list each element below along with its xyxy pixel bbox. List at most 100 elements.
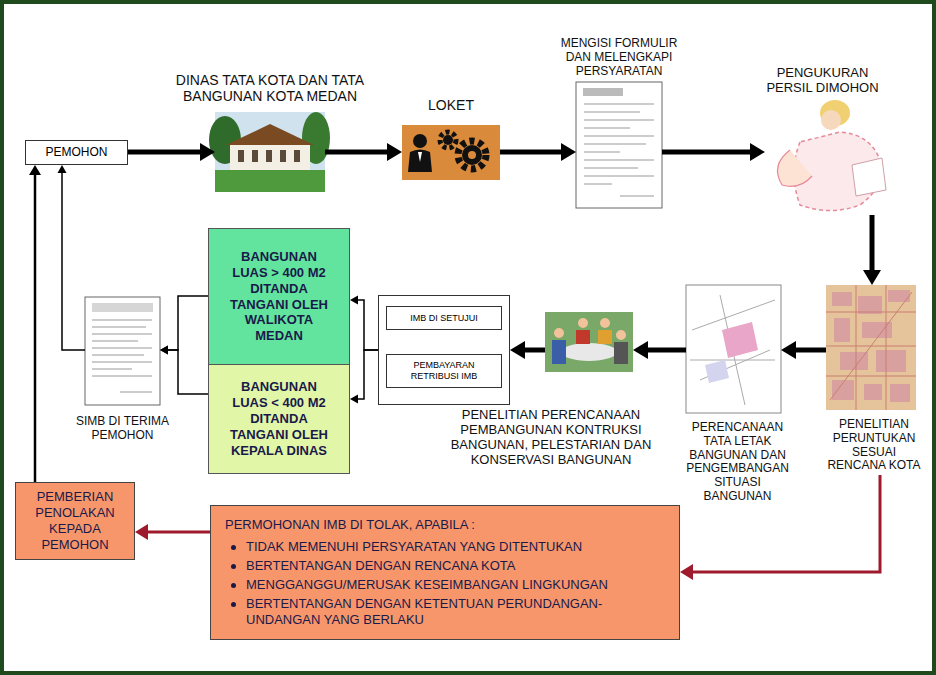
bullet-row: BERTENTANGAN DENGAN RENCANA KOTA <box>225 558 665 574</box>
flow-arrow <box>510 341 545 359</box>
caption-wrap: SIMB DI TERIMA PEMOHON <box>60 415 185 443</box>
arrow-head <box>350 395 358 404</box>
caption-wrap: PENELITIAN PERUNTUKAN SESUAI RENCANA KOT… <box>826 418 922 473</box>
site-plan: PERENCANAAN TATA LETAK BANGUNAN DAN PENG… <box>686 285 781 413</box>
box-label: BANGUNAN LUAS < 400 M2 DITANDA TANGANI O… <box>227 379 331 458</box>
lawn <box>215 170 325 192</box>
gear-hole <box>468 151 476 159</box>
box-heading: PERMOHONAN IMB DI TOLAK, APABILA : <box>225 517 665 533</box>
arrow-line <box>500 150 563 155</box>
gear <box>462 145 482 165</box>
office-building-picture <box>209 112 330 192</box>
plan-building <box>705 360 729 383</box>
officer-body <box>408 150 432 173</box>
caption-wrap: PENELITIAN PERENCANAAN PEMBANGUNAN KONTR… <box>436 408 666 468</box>
bullet-dot <box>231 564 236 569</box>
status-box: IMB DI SETUJUI <box>386 306 502 330</box>
caption-wrap: PERENCANAAN TATA LETAK BANGUNAN DAN PENG… <box>683 421 793 504</box>
form-picture <box>576 82 662 208</box>
bullet-row: TIDAK MEMENUHI PERSYARATAN YANG DITENTUK… <box>225 539 665 555</box>
arrow-head <box>750 143 765 161</box>
bullet-dot <box>231 602 236 607</box>
document-sheet <box>85 297 160 405</box>
signature-box: BANGUNAN LUAS < 400 M2 DITANDA TANGANI O… <box>208 364 350 474</box>
arrow-line <box>523 348 545 353</box>
flow-arrow <box>160 346 208 395</box>
arrow-head <box>350 296 358 305</box>
bullet-text: MENGGANGGU/MERUSAK KESEIMBANGAN LINGKUNG… <box>246 577 608 593</box>
box-label: PEMBAYARAN RETRIBUSI IMB <box>391 360 497 382</box>
arrow-line <box>356 300 378 350</box>
rejection-notice: PEMBERIAN PENOLAKAN KEPADA PEMOHON <box>15 482 135 560</box>
flow-arrow <box>500 143 576 161</box>
caption-wrap: DINAS TATA KOTA DAN TATA BANGUNAN KOTA M… <box>163 72 377 104</box>
flow-arrow <box>662 143 765 161</box>
arrow-head <box>510 341 525 359</box>
office-building: DINAS TATA KOTA DAN TATA BANGUNAN KOTA M… <box>215 112 325 192</box>
meeting-ground <box>545 312 633 372</box>
arrow-head <box>863 270 881 285</box>
form-lines <box>584 104 654 196</box>
box-label: BANGUNAN LUAS > 400 M2 DITANDA TANGANI O… <box>227 249 331 344</box>
box-label: PEMOHON <box>45 145 107 160</box>
site-plan-picture <box>686 285 781 413</box>
document-lines <box>92 320 152 392</box>
officer-shirt <box>418 152 422 162</box>
permit-document: SIMB DI TERIMA PEMOHON <box>85 297 160 405</box>
flow-arrow <box>633 341 686 359</box>
survey-picture <box>778 100 887 211</box>
arrow-line <box>794 348 826 353</box>
surveyor-arm <box>778 150 813 186</box>
box-label: PEMBERIAN PENOLAKAN KEPADA PEMOHON <box>22 489 128 552</box>
flow-arrow <box>350 296 378 351</box>
arrow-line <box>166 296 208 350</box>
caption-wrap: PENGUKURAN PERSIL DIMOHON <box>758 66 888 96</box>
bullet-text: BERTENTANGAN DENGAN KETENTUAN PERUNDANGA… <box>246 596 665 628</box>
caption: DINAS TATA KOTA DAN TATA BANGUNAN KOTA M… <box>163 72 377 104</box>
arrow-line <box>166 350 208 394</box>
arrow-head <box>387 143 402 161</box>
plan-sheet <box>686 285 781 413</box>
meeting-table <box>561 343 617 361</box>
box-label: IMB DI SETUJUI <box>410 313 478 324</box>
arrow-head <box>58 165 67 173</box>
rejection-conditions: PERMOHONAN IMB DI TOLAK, APABILA : TIDAK … <box>210 505 680 640</box>
meeting-picture <box>545 312 633 372</box>
arrow-head <box>135 524 148 540</box>
plan-lines <box>690 295 775 405</box>
document-header <box>92 303 153 312</box>
arrow-head <box>561 143 576 161</box>
caption: PERENCANAAN TATA LETAK BANGUNAN DAN PENG… <box>683 421 793 504</box>
bullet-text: BERTENTANGAN DENGAN RENCANA KOTA <box>246 558 515 574</box>
counter-icon: LOKET <box>402 125 500 180</box>
city-map-picture <box>826 285 916 410</box>
review-meeting: PENELITIAN PERENCANAAN PEMBANGUNAN KONTR… <box>545 312 633 372</box>
meeting-heads <box>554 318 626 340</box>
windows <box>238 150 300 162</box>
meeting-bodies <box>576 330 590 344</box>
arrow-line <box>325 150 389 155</box>
flow-arrow <box>160 296 208 355</box>
bullet-dot <box>231 583 236 588</box>
survey-figure: PENGUKURAN PERSIL DIMOHON <box>765 100 890 215</box>
map-roads <box>826 285 916 410</box>
flow-arrow <box>350 350 378 404</box>
arrow-line <box>146 531 210 534</box>
meeting-bodies <box>614 342 628 364</box>
surveyor-face <box>821 110 841 130</box>
arrow-head <box>160 346 168 355</box>
arrow-head <box>29 165 41 175</box>
flow-arrow <box>29 165 41 482</box>
arrow-head <box>680 564 693 580</box>
caption: SIMB DI TERIMA PEMOHON <box>60 415 185 443</box>
officer-head <box>413 134 427 148</box>
plan-building <box>722 322 758 358</box>
building-wall <box>230 145 310 170</box>
arrow-line <box>34 173 37 482</box>
flow-arrow <box>58 165 86 350</box>
arrow-line <box>128 150 202 155</box>
arrow-line <box>356 350 378 399</box>
flow-arrow <box>863 215 881 285</box>
form-sheet: MENGISI FORMULIR DAN MELENGKAPI PERSYARA… <box>576 82 662 208</box>
